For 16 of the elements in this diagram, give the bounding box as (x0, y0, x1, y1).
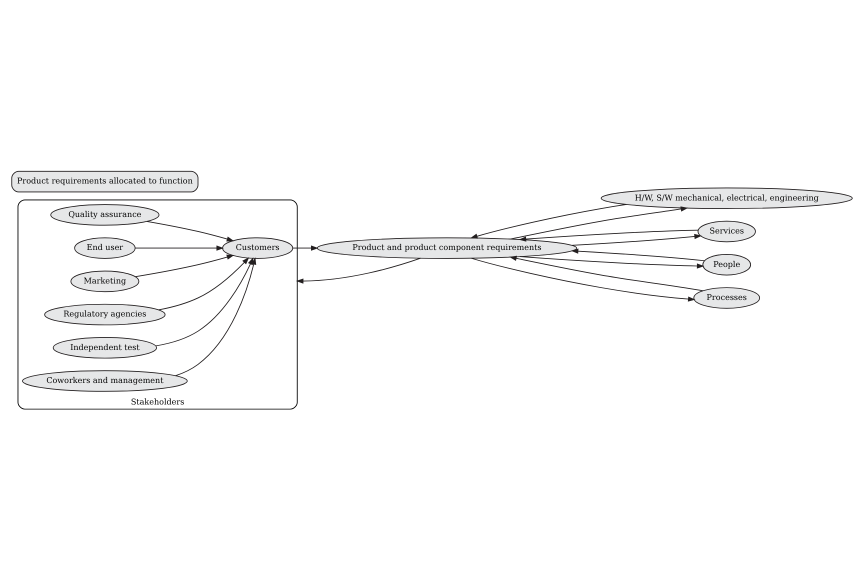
arrow (470, 258, 695, 302)
arrow (508, 256, 703, 292)
arrow (146, 220, 234, 242)
arrow (158, 257, 249, 310)
arrow (470, 204, 626, 239)
arrow (154, 257, 253, 346)
arrow (174, 257, 256, 376)
arrow (519, 256, 704, 269)
arrow (518, 230, 698, 242)
arrow (292, 245, 318, 251)
arrow (134, 245, 224, 251)
arrow (570, 248, 705, 262)
arrow (510, 206, 688, 240)
arrow (571, 234, 702, 246)
arrow (295, 258, 420, 284)
arrow (134, 254, 234, 278)
